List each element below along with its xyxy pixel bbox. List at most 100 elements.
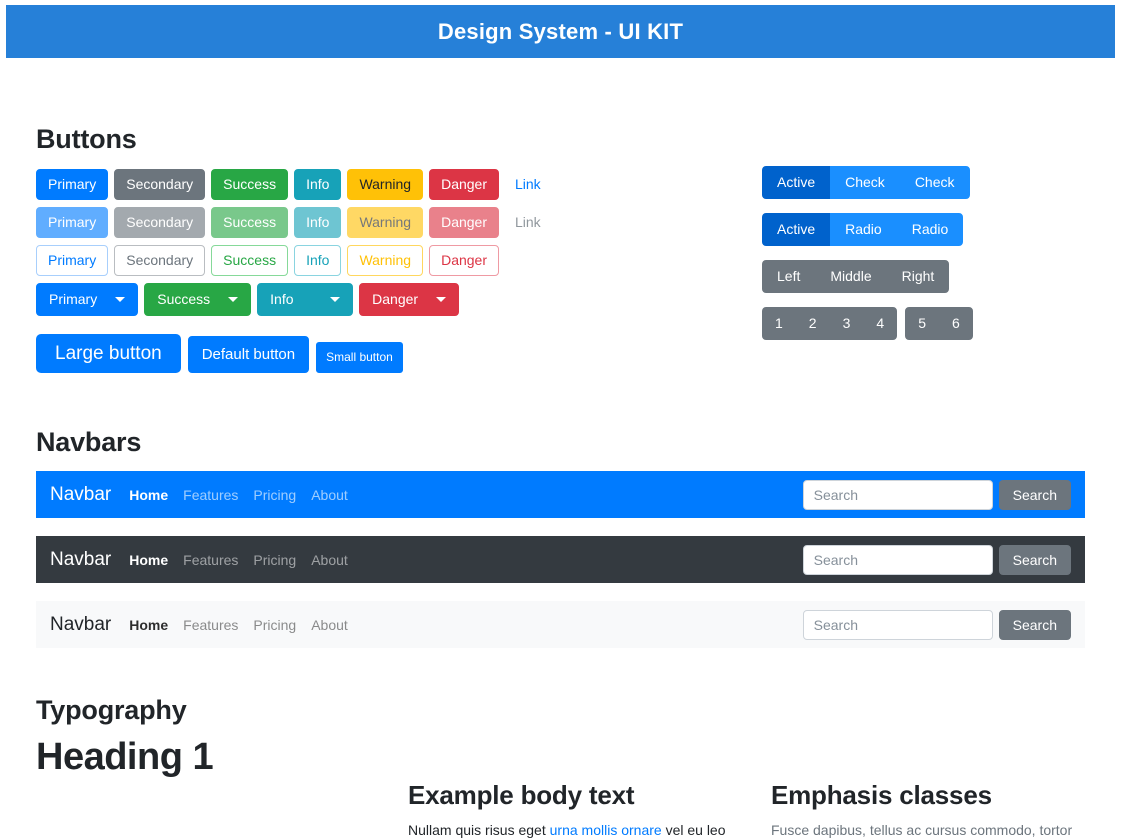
navbar-link-about[interactable]: About <box>311 616 348 633</box>
navbar-links: Home Features Pricing About <box>129 617 348 633</box>
dropdown-info[interactable]: Info <box>257 283 354 316</box>
check-button-active[interactable]: Active <box>762 166 831 199</box>
button-groups-column: Active Check Check Active Radio Radio Le… <box>762 166 973 340</box>
navbar-link-features[interactable]: Features <box>183 486 239 503</box>
navbar-link-features[interactable]: Features <box>183 551 239 568</box>
chevron-down-icon <box>436 297 447 302</box>
button-outline-warning[interactable]: Warning <box>347 245 424 276</box>
navbar-search-form: Search <box>802 609 1071 640</box>
navbar-link-pricing[interactable]: Pricing <box>253 486 297 503</box>
page-title: Design System - UI KIT <box>437 18 684 44</box>
navbar-link-about[interactable]: About <box>311 486 348 503</box>
dropdown-primary[interactable]: Primary <box>36 283 139 316</box>
search-input[interactable] <box>802 544 993 575</box>
button-small[interactable]: Small button <box>316 342 403 373</box>
navbar-link-features[interactable]: Features <box>183 616 239 633</box>
navbar-brand[interactable]: Navbar <box>50 613 112 635</box>
button-info[interactable]: Info <box>294 169 342 200</box>
navbar-brand[interactable]: Navbar <box>50 548 112 570</box>
body-text-after: vel eu leo <box>661 822 726 838</box>
button-outline-success[interactable]: Success <box>211 245 289 276</box>
navbar-search-form: Search <box>802 479 1071 510</box>
button-row-dropdown: Primary Success Info Danger <box>36 283 1085 316</box>
button-group-toolbar: Left Middle Right <box>762 260 973 293</box>
typography-section-title: Typography <box>36 695 187 725</box>
buttons-section: Buttons Primary Secondary Success Info W… <box>36 58 1085 373</box>
page-header: Design System - UI KIT <box>6 5 1115 58</box>
search-input[interactable] <box>802 609 993 640</box>
navbar-links: Home Features Pricing About <box>129 487 348 503</box>
dropdown-danger-label: Danger <box>372 291 419 307</box>
emphasis-muted-text: Fusce dapibus, tellus ac cursus commodo,… <box>771 822 1073 838</box>
dropdown-danger[interactable]: Danger <box>359 283 460 316</box>
button-outline-secondary[interactable]: Secondary <box>114 245 206 276</box>
navbar-link-home[interactable]: Home <box>129 616 169 633</box>
radio-button-1[interactable]: Radio <box>830 213 897 246</box>
button-group-radios: Active Radio Radio <box>762 213 973 246</box>
button-warning[interactable]: Warning <box>347 169 424 200</box>
example-body-text-title: Example body text <box>408 780 635 810</box>
button-danger[interactable]: Danger <box>429 169 499 200</box>
body-text-before: Nullam quis risus eget <box>408 822 550 838</box>
navbar-link-home[interactable]: Home <box>129 551 169 568</box>
example-body-text-paragraph: Nullam quis risus eget urna mollis ornar… <box>408 820 771 840</box>
radio-button-2[interactable]: Radio <box>896 213 964 246</box>
toolbar-button-middle[interactable]: Middle <box>815 260 887 293</box>
navbar-link-pricing[interactable]: Pricing <box>253 616 297 633</box>
button-primary[interactable]: Primary <box>36 169 109 200</box>
button-group-checkboxes: Active Check Check <box>762 166 973 199</box>
navbar-link-pricing[interactable]: Pricing <box>253 551 297 568</box>
button-outline-danger[interactable]: Danger <box>429 245 499 276</box>
number-button-6[interactable]: 6 <box>938 307 973 340</box>
number-button-1[interactable]: 1 <box>762 307 796 340</box>
typography-column-body: Example body text Nullam quis risus eget… <box>408 736 771 840</box>
typography-column-heading: Heading 1 <box>36 736 408 840</box>
button-secondary[interactable]: Secondary <box>114 169 206 200</box>
number-button-4[interactable]: 4 <box>863 307 898 340</box>
dropdown-success[interactable]: Success <box>144 283 252 316</box>
navbar-dark: Navbar Home Features Pricing About Searc… <box>36 536 1085 583</box>
button-outline-primary[interactable]: Primary <box>36 245 109 276</box>
toolbar-button-left[interactable]: Left <box>762 260 816 293</box>
radio-button-active[interactable]: Active <box>762 213 831 246</box>
navbar-link-home[interactable]: Home <box>129 486 169 503</box>
button-default[interactable]: Default button <box>187 336 310 373</box>
button-group-numbers-a: 1 2 3 4 <box>762 307 898 340</box>
emphasis-classes-title: Emphasis classes <box>771 780 992 810</box>
button-row-outline: Primary Secondary Success Info Warning D… <box>36 245 1085 276</box>
search-button[interactable]: Search <box>998 479 1071 510</box>
navbar-brand[interactable]: Navbar <box>50 483 112 505</box>
search-button[interactable]: Search <box>998 609 1071 640</box>
button-outline-info[interactable]: Info <box>294 245 342 276</box>
chevron-down-icon <box>228 297 239 302</box>
chevron-down-icon <box>115 297 126 302</box>
navbar-search-form: Search <box>802 544 1071 575</box>
dropdown-primary-label: Primary <box>49 291 98 307</box>
button-danger-disabled: Danger <box>429 207 499 238</box>
button-secondary-disabled: Secondary <box>114 207 206 238</box>
check-button-1[interactable]: Check <box>830 166 900 199</box>
dropdown-info-label: Info <box>270 291 294 307</box>
button-link[interactable]: Link <box>515 176 541 192</box>
button-group-pagination: 1 2 3 4 5 6 <box>762 307 973 340</box>
body-text-link[interactable]: urna mollis ornare <box>549 822 662 838</box>
navbar-link-about[interactable]: About <box>311 551 348 568</box>
navbar-light: Navbar Home Features Pricing About Searc… <box>36 601 1085 648</box>
button-large[interactable]: Large button <box>36 334 181 373</box>
navbar-blue: Navbar Home Features Pricing About Searc… <box>36 471 1085 518</box>
button-primary-disabled: Primary <box>36 207 109 238</box>
number-button-5[interactable]: 5 <box>905 307 939 340</box>
button-row-solid: Primary Secondary Success Info Warning D… <box>36 169 1085 200</box>
number-button-3[interactable]: 3 <box>829 307 864 340</box>
search-input[interactable] <box>802 479 993 510</box>
typography-column-emphasis: Emphasis classes Fusce dapibus, tellus a… <box>771 736 1085 840</box>
typography-grid: Heading 1 Example body text Nullam quis … <box>36 736 1085 840</box>
button-success[interactable]: Success <box>211 169 289 200</box>
typography-section: Typography Heading 1 Example body text N… <box>36 666 1085 840</box>
dropdown-success-label: Success <box>157 291 211 307</box>
search-button[interactable]: Search <box>998 544 1071 575</box>
check-button-2[interactable]: Check <box>899 166 970 199</box>
navbar-links: Home Features Pricing About <box>129 552 348 568</box>
number-button-2[interactable]: 2 <box>795 307 830 340</box>
toolbar-button-right[interactable]: Right <box>886 260 950 293</box>
